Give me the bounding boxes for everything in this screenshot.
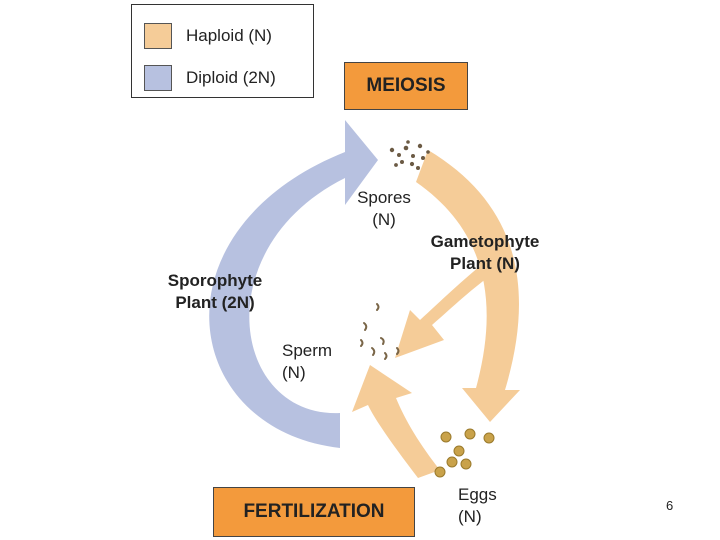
legend: Haploid (N) Diploid (2N): [131, 4, 314, 98]
diploid-swatch: [144, 65, 172, 91]
gametophyte-line1: Gametophyte: [430, 232, 540, 251]
gametophyte-label: Gametophyte Plant (N): [414, 231, 556, 275]
spores-label: Spores (N): [341, 187, 427, 231]
eggs-line2: (N): [458, 507, 482, 526]
sporophyte-line2: Plant (2N): [175, 293, 255, 312]
eggs-icon: [434, 428, 495, 478]
eggs-line1: Eggs: [458, 485, 497, 504]
sporophyte-line1: Sporophyte: [167, 271, 263, 290]
gametophyte-line2: Plant (N): [450, 254, 520, 273]
spores-line1: Spores: [357, 188, 411, 207]
legend-haploid: Haploid (N): [144, 21, 272, 51]
diploid-label: Diploid (2N): [186, 68, 276, 87]
page-number: 6: [666, 498, 674, 513]
sporophyte-arrow: [209, 120, 378, 448]
spores-icon: [389, 140, 430, 170]
eggs-label: Eggs (N): [458, 484, 518, 528]
gametophyte-arrow: [416, 150, 520, 422]
legend-diploid: Diploid (2N): [144, 63, 276, 93]
sperm-line1: Sperm: [282, 341, 333, 360]
fertilization-arrow: [352, 365, 440, 478]
sperm-branch-arrow: [395, 258, 498, 358]
fertilization-box: FERTILIZATION: [213, 487, 415, 537]
haploid-label: Haploid (N): [186, 26, 272, 45]
sperm-icon: [360, 303, 400, 360]
haploid-swatch: [144, 23, 172, 49]
sperm-label: Sperm (N): [282, 340, 356, 384]
spores-line2: (N): [372, 210, 396, 229]
sporophyte-label: Sporophyte Plant (2N): [150, 270, 280, 314]
meiosis-box: MEIOSIS: [344, 62, 468, 110]
sperm-line2: (N): [282, 363, 306, 382]
